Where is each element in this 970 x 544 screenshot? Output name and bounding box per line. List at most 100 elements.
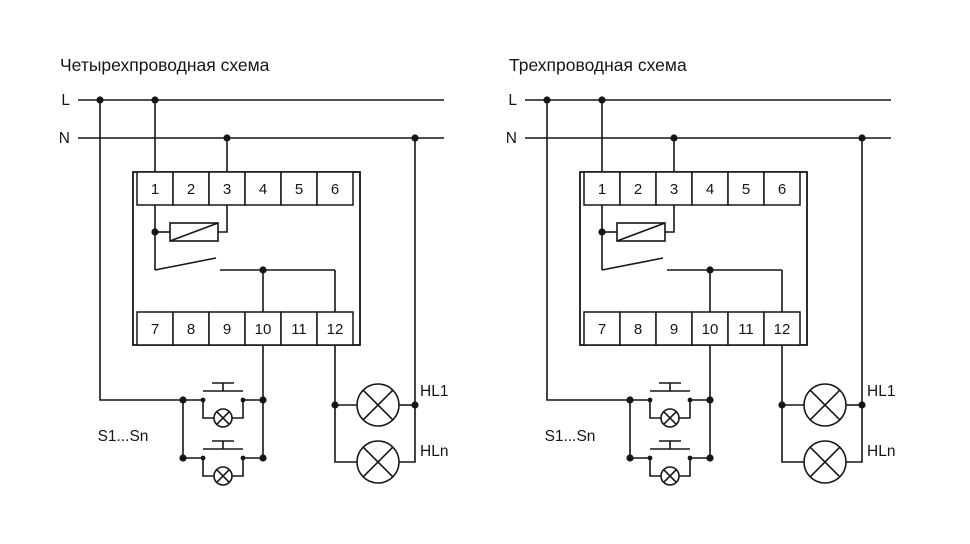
terminal-number: 3 bbox=[670, 181, 678, 198]
relay-contact-blade bbox=[601, 257, 664, 271]
lamp-cross bbox=[362, 446, 394, 478]
lamp-last-label: HLn bbox=[420, 443, 448, 460]
junction-dot bbox=[706, 454, 714, 462]
button-lamp-cross bbox=[663, 469, 677, 483]
lamp-cross bbox=[809, 446, 841, 478]
junction-dot bbox=[259, 396, 267, 404]
left-diagram-title: Четырехпроводная схема bbox=[60, 55, 270, 75]
terminal-cell bbox=[619, 311, 657, 346]
button-lamp-cross bbox=[216, 411, 230, 425]
push-button-2 bbox=[183, 440, 263, 486]
terminal-block-top: 1 2 3 4 5 6 bbox=[583, 171, 801, 206]
circuit-diagram: L N 1 2 bbox=[506, 92, 895, 486]
relay-coil-diagonal bbox=[616, 222, 666, 242]
terminal-number: 7 bbox=[598, 321, 606, 338]
junction-dot bbox=[598, 96, 606, 104]
push-button-1 bbox=[183, 382, 263, 428]
phase-label: L bbox=[61, 92, 70, 109]
wire-phase-to-buttons bbox=[99, 100, 183, 401]
lamp-cross bbox=[809, 389, 841, 421]
button-lamp-lead bbox=[679, 458, 691, 477]
terminal-number: 8 bbox=[634, 321, 642, 338]
relay-contact-blade bbox=[154, 257, 217, 271]
junction-dot bbox=[778, 401, 786, 409]
terminal-number: 9 bbox=[223, 321, 231, 338]
junction-dot bbox=[706, 396, 714, 404]
switches-label: S1...Sn bbox=[98, 428, 149, 445]
wire-terminal12-to-lamp-n bbox=[334, 345, 357, 463]
lamp-cross bbox=[362, 389, 394, 421]
junction-dot bbox=[670, 134, 678, 142]
button-lamp-lead bbox=[649, 458, 661, 477]
junction-dot bbox=[151, 96, 159, 104]
terminal-number: 10 bbox=[255, 321, 272, 338]
push-button-network: S1...Sn bbox=[98, 382, 264, 486]
switches-label: S1...Sn bbox=[545, 428, 596, 445]
terminal-number: 10 bbox=[702, 321, 719, 338]
terminal-block-top: 1 2 3 4 5 6 bbox=[136, 171, 354, 206]
terminal-number: 1 bbox=[151, 181, 159, 198]
lamp-first-label: HL1 bbox=[420, 383, 448, 400]
lamp-HL1 bbox=[356, 383, 400, 427]
wire-coil-right bbox=[218, 205, 228, 233]
button-lamp-cross bbox=[663, 411, 677, 425]
terminal-cell bbox=[727, 171, 765, 206]
terminal-cell bbox=[691, 311, 729, 346]
terminal-number: 5 bbox=[742, 181, 750, 198]
terminal-number: 12 bbox=[327, 321, 344, 338]
junction-dot bbox=[223, 134, 231, 142]
terminal-block-bottom: 7 8 9 10 11 12 bbox=[583, 311, 801, 346]
button-lamp-lead bbox=[232, 400, 244, 419]
terminal-cell bbox=[691, 171, 729, 206]
terminal-cell bbox=[172, 311, 210, 346]
junction-dot bbox=[179, 454, 187, 462]
junction-dot bbox=[858, 401, 866, 409]
junction-dot bbox=[411, 134, 419, 142]
terminal-number: 4 bbox=[259, 181, 267, 198]
lamp-last-label: HLn bbox=[867, 443, 895, 460]
push-button-network: S1...Sn bbox=[545, 382, 711, 486]
terminal-cell bbox=[619, 171, 657, 206]
terminal-cell bbox=[244, 311, 282, 346]
button-lamp-cross bbox=[216, 469, 230, 483]
terminal-cell bbox=[763, 311, 801, 346]
wire-coil-right bbox=[665, 205, 675, 233]
button-lamp-lead bbox=[202, 400, 214, 419]
terminal-number: 2 bbox=[187, 181, 195, 198]
terminal-cell bbox=[208, 311, 246, 346]
relay-coil-diagonal bbox=[169, 222, 219, 242]
terminal-cell bbox=[316, 311, 354, 346]
wire-phase-to-buttons bbox=[546, 100, 630, 401]
junction-dot bbox=[598, 228, 606, 236]
junction-dot bbox=[626, 396, 634, 404]
terminal-number: 11 bbox=[291, 321, 307, 338]
terminal-number: 4 bbox=[706, 181, 714, 198]
wire-terminal12-to-lamp-n bbox=[781, 345, 804, 463]
button-lamp-lead bbox=[679, 400, 691, 419]
terminal-block-bottom: 7 8 9 10 11 12 bbox=[136, 311, 354, 346]
junction-dot bbox=[259, 266, 267, 274]
junction-dot bbox=[626, 454, 634, 462]
wire-neutral-to-lamp-n bbox=[846, 138, 863, 463]
phase-label: L bbox=[508, 92, 517, 109]
circuit-diagram: L N 1 2 bbox=[59, 92, 448, 486]
junction-dot bbox=[858, 134, 866, 142]
neutral-label: N bbox=[59, 130, 70, 147]
terminal-cell bbox=[583, 311, 621, 346]
button-lamp-lead bbox=[649, 400, 661, 419]
right-diagram-title: Трехпроводная схема bbox=[509, 55, 687, 75]
lamp-HL1 bbox=[803, 383, 847, 427]
push-button-2 bbox=[630, 440, 710, 486]
terminal-number: 3 bbox=[223, 181, 231, 198]
lamp-HLn bbox=[356, 440, 400, 484]
terminal-number: 11 bbox=[738, 321, 754, 338]
lamp-HLn bbox=[803, 440, 847, 484]
junction-dot bbox=[411, 401, 419, 409]
terminal-number: 2 bbox=[634, 181, 642, 198]
terminal-number: 6 bbox=[331, 181, 339, 198]
terminal-cell bbox=[208, 171, 246, 206]
terminal-number: 5 bbox=[295, 181, 303, 198]
wire-neutral-to-lamp-n bbox=[399, 138, 416, 463]
